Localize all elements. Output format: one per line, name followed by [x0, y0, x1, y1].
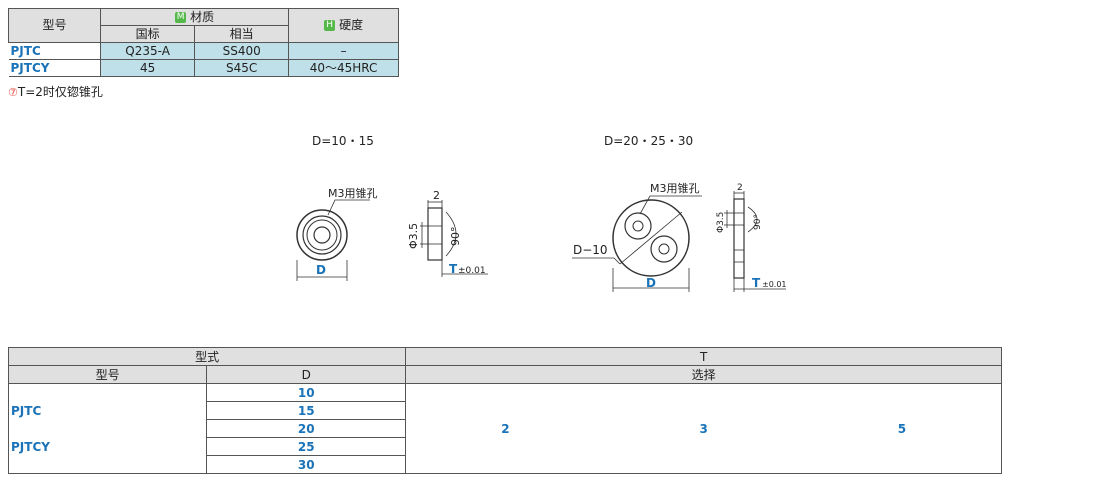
left-d-label: D: [316, 263, 326, 277]
left-thickness-label: 2: [433, 189, 440, 202]
model-cell: PJTCY: [7, 437, 208, 456]
right-hole-label: M3用锥孔: [650, 182, 700, 195]
hardness-cell: –: [288, 42, 399, 60]
d-value-cell: 30: [206, 455, 407, 474]
hardness-cell: 40～45HRC: [288, 59, 399, 77]
t-value-cell: [405, 383, 605, 402]
mat-header-model: 型号: [7, 8, 102, 43]
left-drawing-title: D=10・15: [312, 134, 374, 148]
left-angle-label: 90°: [449, 227, 462, 247]
model-cell: PJTCY: [8, 59, 102, 77]
pcd-label: D−10: [573, 243, 608, 257]
right-drawing-title: D=20・25・30: [604, 134, 694, 148]
left-front-view: [296, 199, 370, 281]
table-row: PJTCY 25: [7, 437, 1002, 456]
spec-header-select: 选择: [405, 365, 1002, 384]
t-value-cell: [605, 384, 803, 402]
left-t-label: T: [449, 262, 458, 276]
equivalent-cell: S45C: [194, 59, 290, 77]
note: ⑦T=2时仅锪锥孔: [8, 83, 103, 100]
right-t-tolerance: ±0.01: [762, 280, 787, 289]
table-row: PJTC Q235-A SS400 –: [8, 42, 399, 60]
material-badge-icon: M: [175, 11, 187, 23]
note-text: T=2时仅锪锥孔: [17, 85, 103, 99]
note-marker-icon: ⑦: [8, 86, 18, 99]
d-value-cell: 25: [206, 437, 407, 456]
spec-header-model: 型号: [7, 365, 208, 384]
t-value-cell: 3: [699, 421, 708, 436]
table-row: 10: [7, 383, 1002, 402]
t-value-cell: 5: [802, 419, 1002, 438]
right-angle-label: 90°: [753, 214, 763, 230]
t-value-cell: 2: [405, 419, 605, 438]
right-d-label: D: [646, 276, 656, 290]
model-cell: [7, 419, 208, 438]
d-value-cell: 20: [206, 419, 407, 438]
right-front-view: [572, 195, 702, 292]
mat-subheader-standard: 国标: [100, 25, 196, 43]
d-value-cell: 10: [206, 383, 407, 402]
right-phi-label: Φ3.5: [716, 212, 726, 233]
left-side-view: [420, 200, 488, 277]
left-phi-label: Φ3.5: [407, 223, 420, 249]
table-row: PJTCY 45 S45C 40～45HRC: [8, 59, 399, 77]
left-hole-label: M3用锥孔: [328, 187, 378, 200]
model-cell: [7, 383, 208, 402]
model-cell: PJTC: [7, 401, 208, 420]
right-thickness-label: 2: [737, 183, 743, 193]
right-side-view: [724, 191, 786, 292]
left-t-tolerance: ±0.01: [458, 266, 486, 276]
table-row: 30: [7, 455, 1002, 474]
standard-cell: 45: [100, 59, 196, 77]
model-cell: [7, 455, 208, 474]
right-t-label: T: [752, 276, 761, 290]
spec-header-t: T: [405, 347, 1002, 366]
mat-subheader-equivalent: 相当: [194, 25, 290, 43]
spec-table: 型式 T 型号 D 选择 10 PJTC 15 20 2 3 5 PJTCY 2…: [7, 347, 1002, 474]
spec-header-type: 型式: [7, 347, 407, 366]
table-row: PJTC 15: [7, 401, 1002, 420]
equivalent-cell: SS400: [194, 42, 290, 60]
d-value-cell: 15: [206, 401, 407, 420]
spec-header-d: D: [206, 365, 407, 384]
t-value-cell: [802, 383, 1002, 402]
table-row: 20 2 3 5: [7, 419, 1002, 438]
hardness-badge-icon: H: [324, 20, 336, 31]
